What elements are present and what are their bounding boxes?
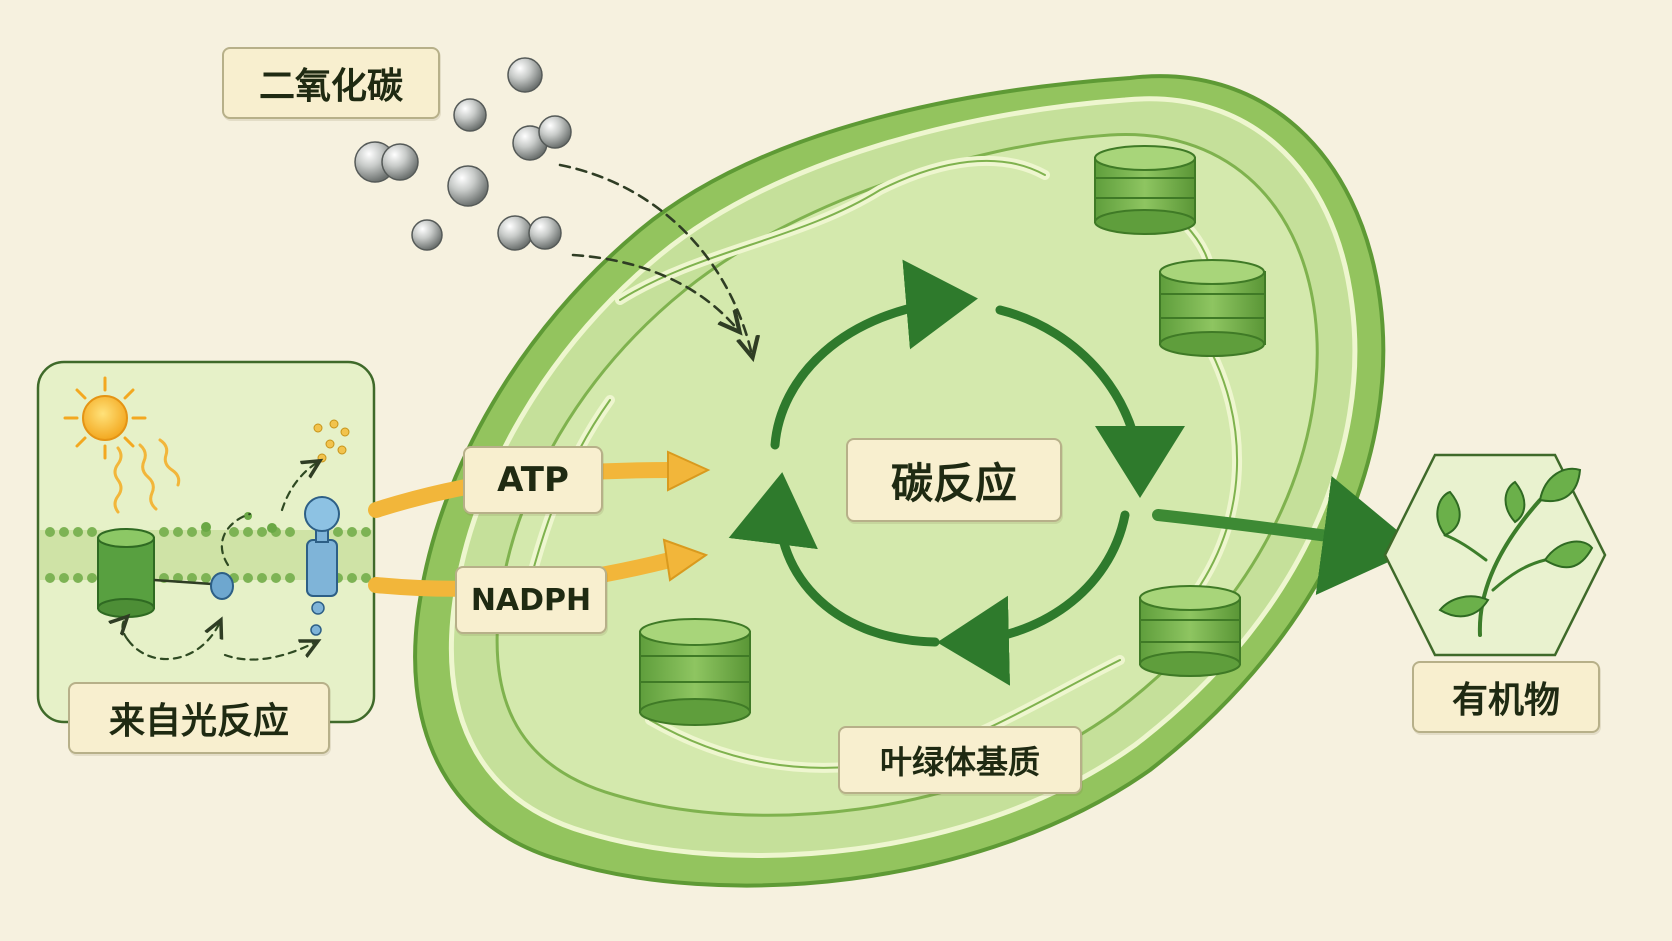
nadph-label: NADPH (455, 566, 607, 634)
light-reaction-label: 来自光反应 (68, 682, 330, 754)
electron-carrier-icon (210, 572, 234, 600)
co2-label: 二氧化碳 (222, 47, 440, 119)
thylakoid-stack-icon (639, 618, 751, 726)
electron-flow-arrows (123, 462, 319, 661)
membrane-protein-icon (97, 528, 155, 618)
energy-arrowheads (662, 450, 711, 582)
stroma-label: 叶绿体基质 (838, 726, 1082, 794)
thylakoid-stack-icon (1139, 585, 1241, 677)
cycle-arrow-left (728, 472, 940, 647)
cycle-arrow-top (770, 259, 978, 450)
leaf-plant-icon (1436, 467, 1594, 637)
thylakoid-stack-icon (1094, 145, 1196, 235)
co2-molecule-icon (354, 57, 572, 251)
organic-matter-label: 有机物 (1412, 661, 1600, 733)
cycle-arrow-right (995, 305, 1185, 498)
cycle-arrow-bottom (937, 510, 1130, 686)
sun-icon (63, 376, 147, 460)
atp-product-dots (313, 419, 350, 463)
thylakoid-stack-icon (1159, 259, 1266, 357)
atp-label: ATP (463, 446, 603, 514)
light-rays (113, 438, 181, 514)
organic-matter-hexagon (1383, 453, 1607, 657)
co2-entry-arrows (558, 163, 752, 355)
light-reaction-panel (36, 360, 376, 724)
green-dots (201, 512, 277, 533)
output-arrow (1152, 476, 1419, 595)
carbon-reaction-label: 碳反应 (846, 438, 1062, 522)
carbon-cycle-arrows (728, 259, 1185, 686)
atp-synthase-icon (304, 496, 340, 636)
